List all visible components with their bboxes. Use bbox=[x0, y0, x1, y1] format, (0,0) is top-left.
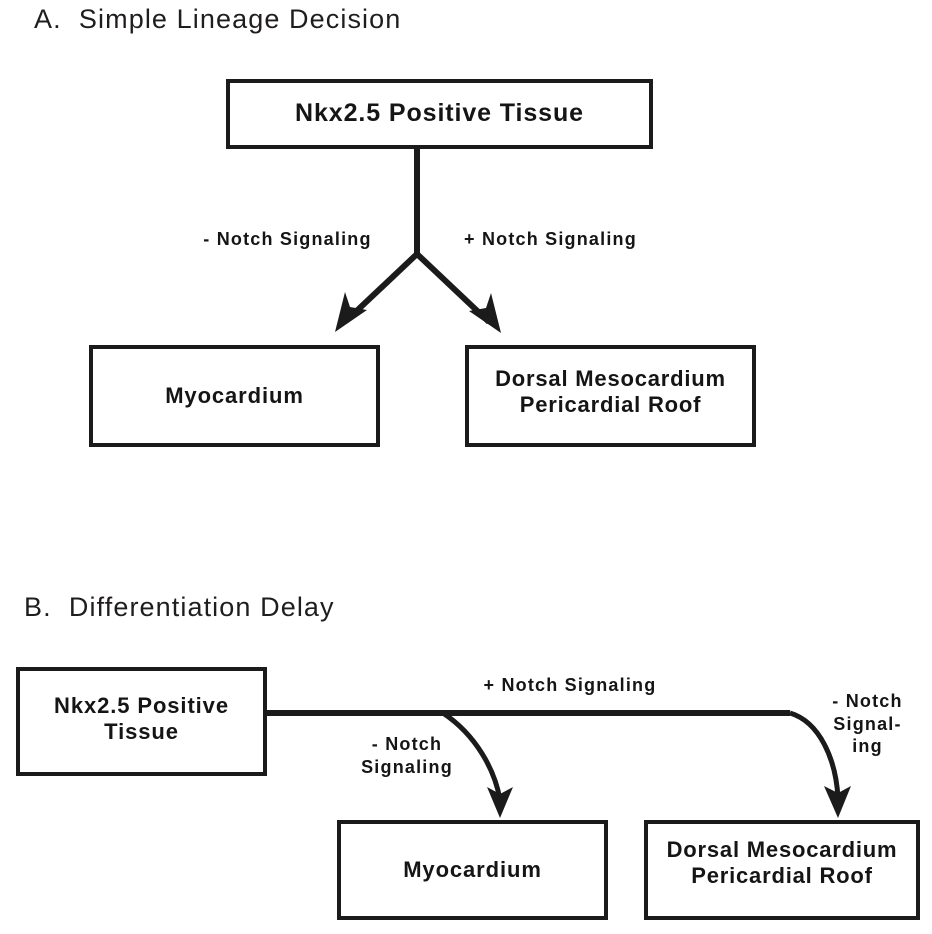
edge-label-plus-notch-a: + Notch Signaling bbox=[464, 229, 637, 249]
edge-label-minus-notch-a: - Notch Signaling bbox=[203, 229, 372, 249]
edge-label-minus-notch-right-b: - Notch Signal- ing bbox=[832, 691, 903, 756]
arrowhead-left-a bbox=[335, 292, 367, 332]
node-label: Dorsal Mesocardium Pericardial Roof bbox=[495, 366, 726, 417]
arrowhead-myocardium-b bbox=[487, 787, 513, 818]
node-nkx25-positive-tissue-a: Nkx2.5 Positive Tissue bbox=[226, 79, 653, 149]
arrowhead-right-a bbox=[469, 293, 501, 333]
panel-a-title: A. Simple Lineage Decision bbox=[34, 4, 402, 34]
panel-b-title: B. Differentiation Delay bbox=[24, 592, 335, 622]
connector-left-branch-a bbox=[344, 251, 420, 323]
edge-label-plus-notch-b: + Notch Signaling bbox=[483, 675, 657, 695]
connector-right-branch-a bbox=[414, 251, 492, 325]
node-label: Dorsal Mesocardium Pericardial Roof bbox=[666, 837, 898, 888]
edge-label-minus-notch-left-b: - Notch Signaling bbox=[361, 734, 453, 777]
node-dorsal-mesocardium-a: Dorsal Mesocardium Pericardial Roof bbox=[465, 345, 756, 447]
node-label: Myocardium bbox=[165, 383, 304, 409]
node-label: Nkx2.5 Positive Tissue bbox=[54, 693, 229, 744]
node-myocardium-b: Myocardium bbox=[337, 820, 608, 920]
node-dorsal-mesocardium-b: Dorsal Mesocardium Pericardial Roof bbox=[644, 820, 920, 920]
node-myocardium-a: Myocardium bbox=[89, 345, 380, 447]
node-label: Nkx2.5 Positive Tissue bbox=[295, 99, 584, 128]
node-nkx25-positive-tissue-b: Nkx2.5 Positive Tissue bbox=[16, 667, 267, 776]
arrowhead-dorsal-b bbox=[824, 786, 851, 818]
node-label: Myocardium bbox=[403, 857, 542, 883]
